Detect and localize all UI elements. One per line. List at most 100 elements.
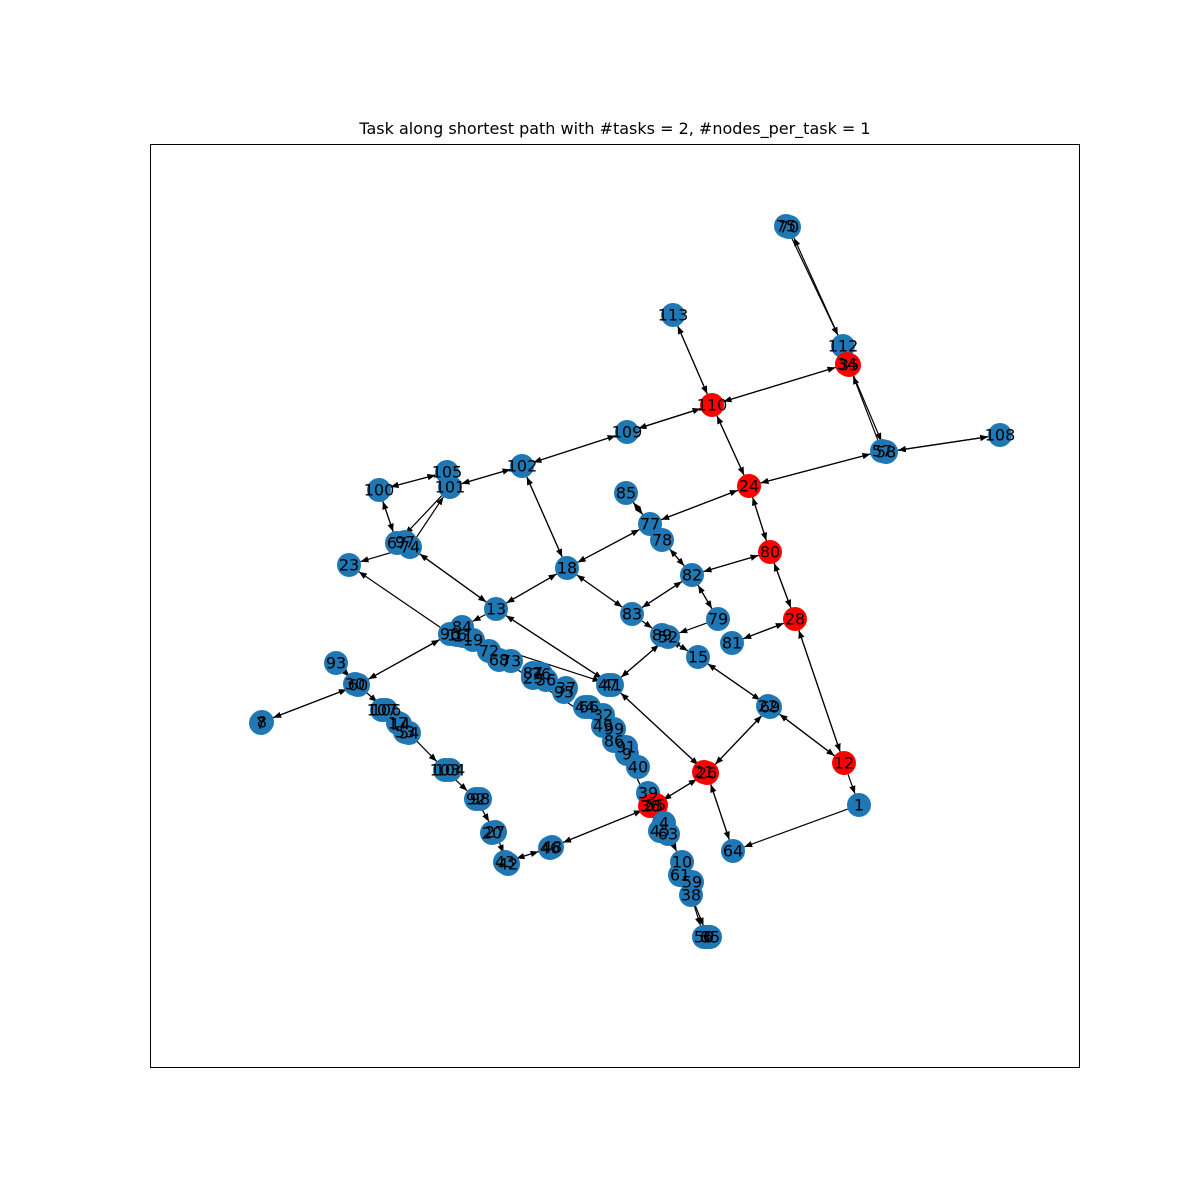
node-label-74: 74 [400,538,420,557]
node-label-98: 98 [470,790,490,809]
node-64 [721,839,745,863]
edge-82-80 [703,554,759,573]
node-label-26: 26 [697,764,717,783]
node-label-108: 108 [985,426,1016,445]
node-label-102: 102 [507,457,538,476]
node-label-7: 7 [256,714,266,733]
node-79 [706,607,730,631]
node-101 [438,475,462,499]
edge-28-80 [773,563,792,608]
edge-52-41 [620,644,660,678]
node-112 [831,334,855,358]
node-56 [534,668,558,692]
edge-12-69 [779,713,835,757]
edge-24-110 [716,415,745,476]
edge-25-26 [662,778,698,801]
node-label-57: 57 [872,442,892,461]
edge-83-82 [641,581,683,608]
edge-63-10 [670,842,678,852]
node-label-86: 86 [604,732,624,751]
node-label-97: 97 [395,533,415,552]
node-label-85: 85 [616,484,636,503]
edge-13-74 [419,553,487,603]
node-85 [614,481,638,505]
edge-96-23 [358,571,441,628]
edge-80-24 [752,497,767,541]
node-label-68: 68 [489,651,509,670]
node-label-67: 67 [387,534,407,553]
node-label-95: 95 [554,683,574,702]
node-label-70: 70 [779,218,799,237]
node-label-21: 21 [694,763,714,782]
edge-100-105 [390,474,436,488]
node-label-59: 59 [682,873,702,892]
node-label-52: 52 [658,628,678,647]
edge-25-48 [562,809,643,844]
node-label-82: 82 [682,566,702,585]
node-label-28: 28 [785,610,805,629]
chart-title: Task along shortest path with #tasks = 2… [359,119,871,138]
node-label-112: 112 [828,337,859,356]
node-label-89: 89 [652,626,672,645]
edge-67-100 [382,501,394,532]
node-12 [832,751,856,775]
edge-18-77 [577,529,640,563]
node-label-4: 4 [659,814,669,833]
node-102 [510,454,534,478]
node-label-58: 58 [876,443,896,462]
edge-101-102 [461,468,511,485]
node-74 [398,535,422,559]
node-108 [988,423,1012,447]
edge-46-43 [516,850,539,860]
node-28 [783,607,807,631]
node-52 [656,625,680,649]
node-label-1: 1 [854,796,864,815]
node-label-76: 76 [531,665,551,684]
node-label-24: 24 [739,477,759,496]
node-label-3: 3 [701,928,711,947]
node-label-36: 36 [640,797,660,816]
node-label-104: 104 [435,761,466,780]
node-label-12: 12 [834,754,854,773]
node-82 [680,563,704,587]
edge-112-70 [793,237,839,336]
edge-18-102 [526,476,563,558]
edge-81-28 [743,622,784,640]
node-label-107: 107 [367,701,398,720]
node-label-109: 109 [612,423,643,442]
node-label-100: 100 [364,481,395,500]
edge-60-96 [368,639,440,680]
node-78 [650,528,674,552]
node-label-64: 64 [723,842,743,861]
node-label-45: 45 [650,822,670,841]
edge-8-60 [272,688,348,719]
node-label-8: 8 [257,713,267,732]
node-label-65: 65 [700,928,720,947]
node-label-75: 75 [776,217,796,236]
edge-12-1 [847,774,856,794]
node-23 [337,553,361,577]
node-label-78: 78 [652,531,672,550]
node-label-61: 61 [670,866,690,885]
node-113 [661,303,685,327]
node-label-34: 34 [837,355,857,374]
node-41 [600,673,624,697]
node-80 [758,540,782,564]
node-label-37: 37 [556,679,576,698]
node-label-91: 91 [616,738,636,757]
node-110 [700,393,724,417]
plot-frame [150,144,1080,1068]
node-109 [615,420,639,444]
node-label-99: 99 [604,720,624,739]
node-63 [656,822,680,846]
edge-34-110 [723,366,836,403]
node-55 [644,793,668,817]
node-label-69: 69 [760,698,780,717]
node-label-48: 48 [542,838,562,857]
node-label-63: 63 [658,825,678,844]
node-label-15: 15 [688,648,708,667]
edge-101-67 [404,495,443,535]
node-8 [250,710,274,734]
edge-110-113 [677,325,708,395]
